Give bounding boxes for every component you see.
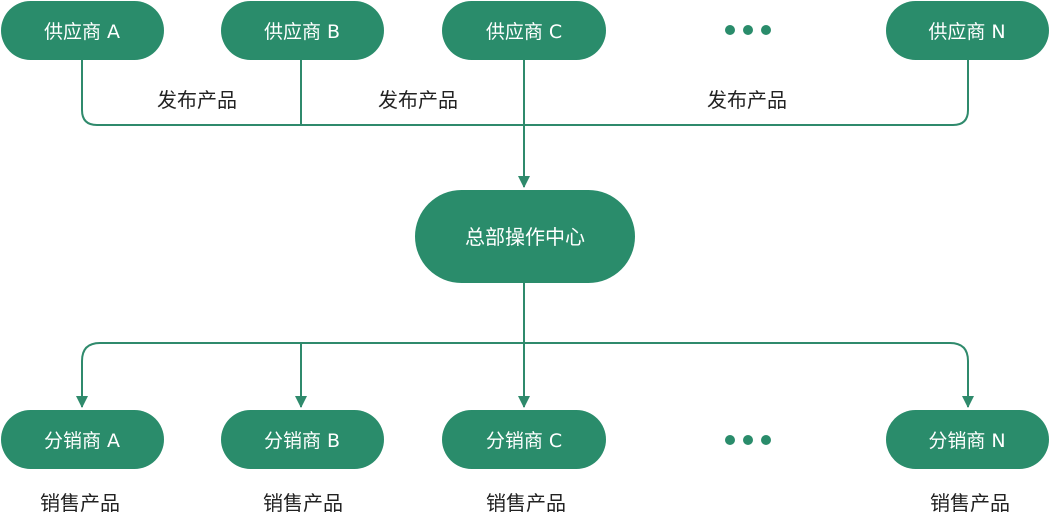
hub-label: 总部操作中心 — [465, 225, 585, 249]
supplier-node-a[interactable]: 供应商 A — [1, 1, 164, 60]
distributor-node-b[interactable]: 分销商 B — [221, 410, 384, 469]
sales-caption-b: 销售产品 — [263, 491, 343, 515]
distributor-n-arrow — [524, 342, 974, 408]
supplier-node-n[interactable]: 供应商 N — [886, 1, 1049, 60]
distributor-node-a[interactable]: 分销商 A — [1, 410, 164, 469]
more-dots-icon — [725, 435, 771, 445]
distributor-node-n[interactable]: 分销商 N — [886, 410, 1049, 469]
supplier-node-b[interactable]: 供应商 B — [221, 1, 384, 60]
distributor-label-a: 分销商 A — [44, 430, 120, 452]
supplier-label-n: 供应商 N — [928, 21, 1005, 43]
supplier-label-c: 供应商 C — [486, 21, 562, 43]
publish-label-1: 发布产品 — [157, 88, 237, 112]
more-dots-icon — [725, 25, 771, 35]
supplier-label-a: 供应商 A — [44, 21, 120, 43]
hub-node[interactable]: 总部操作中心 — [415, 190, 635, 283]
distributor-connectors — [76, 283, 974, 408]
publish-label-2: 发布产品 — [378, 88, 458, 112]
distributor-label-c: 分销商 C — [486, 430, 562, 452]
supplier-node-c[interactable]: 供应商 C — [442, 1, 606, 60]
publish-labels: 发布产品 发布产品 发布产品 — [157, 88, 787, 112]
sales-captions: 销售产品 销售产品 销售产品 销售产品 — [40, 491, 1010, 515]
sales-caption-n: 销售产品 — [930, 491, 1010, 515]
distributor-a-arrow — [76, 342, 524, 408]
distributor-node-c[interactable]: 分销商 C — [442, 410, 606, 469]
supplier-row: 供应商 A 供应商 B 供应商 C 供应商 N — [1, 1, 1049, 60]
sales-caption-c: 销售产品 — [486, 491, 566, 515]
distributor-label-b: 分销商 B — [264, 430, 340, 452]
supplier-connectors — [81, 60, 969, 188]
supplier-label-b: 供应商 B — [264, 21, 340, 43]
distributor-row: 分销商 A 分销商 B 分销商 C 分销商 N — [1, 410, 1049, 469]
sales-caption-a: 销售产品 — [40, 491, 120, 515]
distributor-label-n: 分销商 N — [928, 430, 1005, 452]
publish-label-3: 发布产品 — [707, 88, 787, 112]
